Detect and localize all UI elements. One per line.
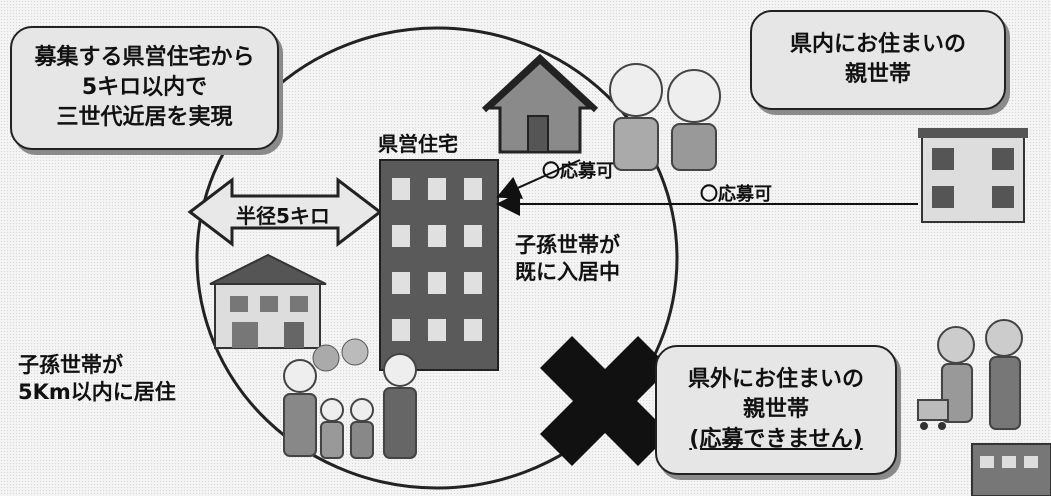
grandparents-icon — [609, 63, 721, 171]
in-prefecture-line-1: 県内にお住まいの — [789, 32, 966, 58]
out-of-prefecture-parents-box: 県外にお住まいの 親世帯 (応募できません) — [655, 345, 897, 475]
radius-label: 半径5キロ — [236, 204, 330, 228]
descendant-resident-line-2: 既に入居中 — [515, 260, 620, 285]
partial-building-icon — [971, 443, 1051, 496]
descendant-within-label: 子孫世帯が 5Km以内に居住 — [18, 352, 176, 407]
prefectural-housing-label: 県営住宅 — [378, 132, 458, 156]
residence-house-icon — [209, 253, 327, 349]
note-near-residence: 募集する県営住宅から 5キロ以内で 三世代近居を実現 — [10, 26, 279, 150]
out-prefecture-line-3: (応募できません) — [689, 426, 863, 452]
in-prefecture-line-2: 親世帯 — [844, 62, 911, 87]
note-line-3: 三世代近居を実現 — [56, 104, 233, 130]
out-prefecture-line-2: 親世帯 — [742, 397, 809, 423]
elderly-couple-icon — [917, 319, 1023, 430]
apply-ok-arrow-near — [496, 159, 581, 199]
descendant-within-line-2: 5Km以内に居住 — [18, 380, 176, 405]
small-house-icon — [481, 53, 599, 154]
prefectural-housing-building — [379, 159, 499, 371]
five-km-circle — [195, 26, 679, 490]
not-allowed-cross — [540, 336, 670, 466]
in-prefecture-parents-box: 県内にお住まいの 親世帯 — [750, 10, 1006, 110]
apply-ok-far-label: 〇応募可 — [700, 184, 772, 205]
note-line-1: 募集する県営住宅から — [34, 45, 255, 71]
descendant-resident-label: 子孫世帯が 既に入居中 — [515, 232, 620, 287]
out-prefecture-line-1: 県外にお住まいの — [687, 367, 864, 393]
apply-ok-near-label: 〇応募可 — [542, 161, 614, 182]
note-line-2: 5キロ以内で — [81, 75, 208, 101]
descendant-resident-line-1: 子孫世帯が — [515, 233, 620, 257]
family-icon — [283, 338, 417, 459]
descendant-within-line-1: 子孫世帯が — [18, 353, 123, 377]
apartment-icon — [918, 128, 1028, 223]
